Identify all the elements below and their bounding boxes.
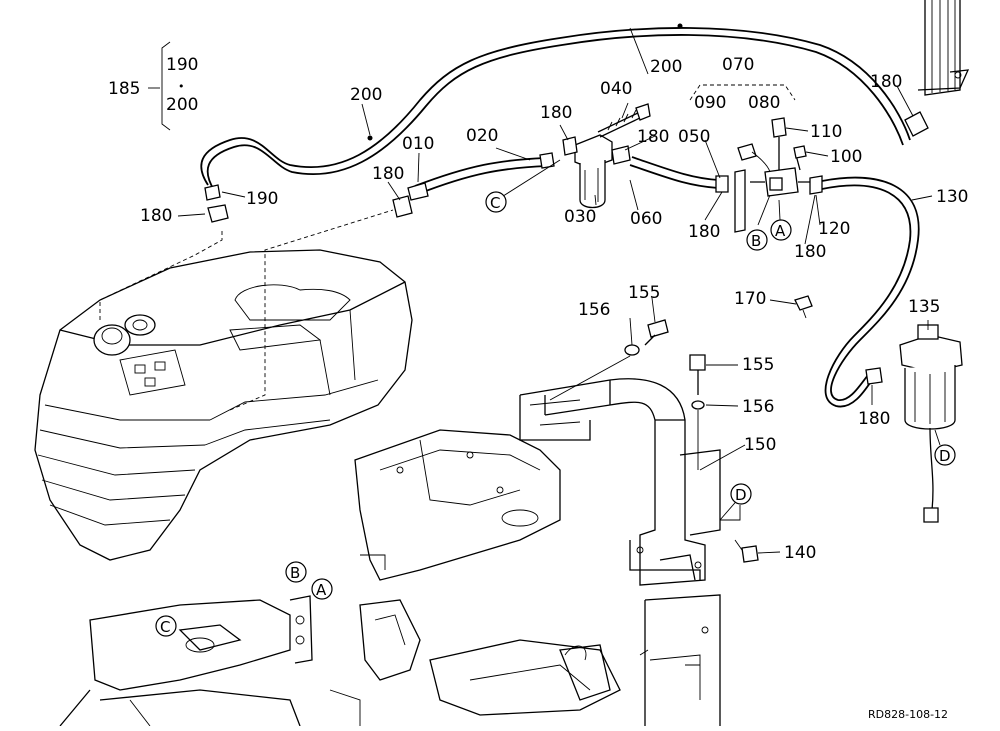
hose-130: [821, 176, 920, 408]
fuel-tank: [34, 209, 413, 561]
ref-label-c2: C: [160, 618, 170, 636]
part-label-030: 030: [564, 207, 596, 227]
ref-label-d1: D: [939, 447, 951, 465]
drawing-code: RD828-108-12: [868, 708, 948, 721]
ref-label-a1: A: [775, 222, 786, 240]
part-label-200a: 200: [350, 85, 382, 105]
part-labels: 185 190 • 200 070 090 080 200 200 180 19…: [108, 55, 968, 563]
part-label-156a: 156: [578, 300, 610, 320]
group-185-bracket: [161, 41, 171, 131]
part-label-200b: 200: [650, 57, 682, 77]
part-label-190: 190: [246, 189, 278, 209]
item-140: [734, 539, 759, 563]
part-label-180a: 180: [140, 206, 172, 226]
group-185-sub-bottom: 200: [166, 95, 198, 115]
group-070-left: 090: [694, 93, 726, 113]
ref-label-b2: B: [290, 564, 300, 582]
part-label-180e: 180: [688, 222, 720, 242]
group-070-main: 070: [722, 55, 754, 75]
part-label-180d: 180: [637, 127, 669, 147]
part-label-155a: 155: [628, 283, 660, 303]
part-label-180g: 180: [870, 72, 902, 92]
part-label-120: 120: [818, 219, 850, 239]
group-185-main: 185: [108, 79, 140, 99]
part-label-180f: 180: [794, 242, 826, 262]
clamp-180-tank: [204, 184, 229, 223]
group-185-sub-top: 190: [166, 55, 198, 75]
part-label-040: 040: [600, 79, 632, 99]
bolt-155-156: [549, 319, 706, 470]
water-separator: [562, 103, 651, 209]
part-label-180b: 180: [372, 164, 404, 184]
part-label-170: 170: [734, 289, 766, 309]
ref-label-d2: D: [735, 486, 747, 504]
fuel-cooler: [904, 0, 970, 137]
part-label-180c: 180: [540, 103, 572, 123]
ref-label-b1: B: [751, 232, 761, 250]
hose-060: [629, 156, 729, 193]
part-label-100: 100: [830, 147, 862, 167]
part-label-150: 150: [744, 435, 776, 455]
part-label-180h: 180: [858, 409, 890, 429]
group-185-sub-dot: •: [178, 80, 185, 93]
part-label-135: 135: [908, 297, 940, 317]
part-label-020: 020: [466, 126, 498, 146]
leader-lines: [148, 27, 941, 554]
part-label-060: 060: [630, 209, 662, 229]
ref-label-a2: A: [316, 581, 327, 599]
bracket-150: [519, 378, 721, 586]
part-label-010: 010: [402, 134, 434, 154]
hose-020: [392, 152, 555, 218]
ref-label-c1: C: [490, 194, 500, 212]
part-label-050: 050: [678, 127, 710, 147]
group-070-right: 080: [748, 93, 780, 113]
fuel-filter: [899, 324, 963, 523]
part-label-156b: 156: [742, 397, 774, 417]
fuel-pump-assembly: [689, 84, 823, 233]
part-label-110: 110: [810, 122, 842, 142]
return-hose-200: [200, 23, 911, 191]
part-label-130: 130: [936, 187, 968, 207]
part-label-155b: 155: [742, 355, 774, 375]
part-label-140: 140: [784, 543, 816, 563]
chassis-frame: [59, 429, 721, 727]
item-170: [794, 295, 813, 319]
reference-markers: C B A D D B A C: [155, 191, 956, 637]
